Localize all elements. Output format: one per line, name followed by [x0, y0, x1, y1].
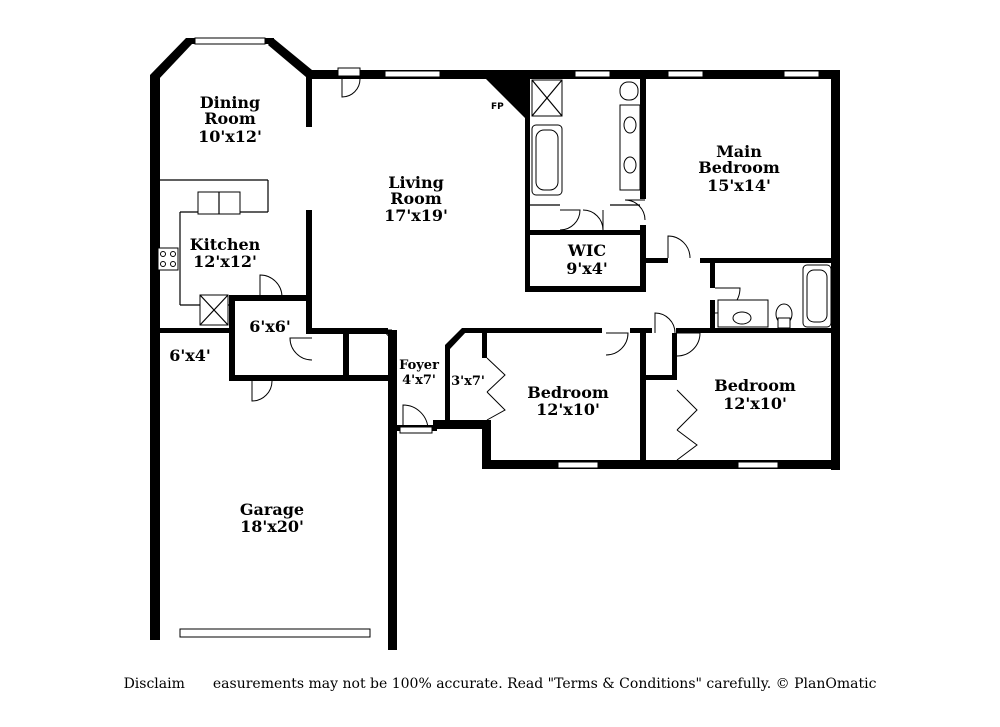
hall-wall-a	[646, 258, 668, 263]
utility-north-wall	[229, 295, 311, 301]
living-room-name-1: Living	[388, 173, 444, 192]
utility-size: 6'x6'	[249, 317, 291, 336]
hall-bath-north-wall	[700, 258, 835, 263]
bedroom3-closet-wall	[646, 375, 676, 380]
west-exterior-wall	[150, 75, 160, 640]
window	[194, 37, 266, 45]
closet-west-wall	[445, 345, 450, 429]
main-bedroom-name-1: Main	[716, 142, 762, 161]
bath-west-wall	[525, 79, 530, 291]
living-room-name-2: Room	[390, 189, 442, 208]
door	[259, 274, 283, 298]
wic-size: 9'x4'	[566, 259, 608, 278]
hall-bath-west-wall-upper	[710, 258, 715, 288]
bedroom3-closet-side	[672, 333, 677, 380]
living-west-wall	[306, 210, 312, 334]
door	[375, 329, 393, 347]
door-frame	[337, 67, 361, 77]
north-exterior-wall	[306, 70, 840, 79]
door	[289, 337, 313, 361]
wic-south-wall	[525, 286, 645, 292]
fireplace-mass	[486, 79, 525, 118]
disclaimer-text: Disclaim easurements may not be 100% acc…	[123, 676, 877, 692]
door	[624, 199, 646, 221]
bedroom2-west-wall	[482, 420, 491, 469]
toilet	[619, 81, 639, 101]
door	[605, 332, 629, 356]
hall-bath-west-wall-lower	[710, 300, 715, 330]
bay-wall-left	[150, 38, 192, 80]
east-exterior-wall	[831, 70, 840, 470]
door	[667, 235, 691, 259]
fireplace-label: FP	[491, 102, 504, 112]
closet-door	[676, 389, 698, 431]
closet-east-wall-upper	[482, 333, 487, 358]
living-room-size: 17'x19'	[384, 206, 448, 225]
doors	[251, 67, 741, 461]
utility-west-wall	[229, 295, 235, 381]
closet-door	[486, 357, 506, 393]
pantry-wall	[343, 328, 349, 378]
bedroom2-north-wall	[462, 328, 602, 333]
windows	[179, 37, 820, 638]
dining-room-name-1: Dining	[200, 93, 260, 112]
main-bedroom-size: 15'x14'	[707, 176, 771, 195]
bay-wall-right	[268, 38, 312, 77]
window	[557, 461, 599, 469]
door	[559, 209, 581, 231]
garage-name: Garage	[240, 500, 304, 519]
door	[654, 312, 676, 334]
window	[574, 70, 611, 78]
window	[737, 461, 779, 469]
door	[251, 380, 273, 402]
garage-north-wall	[229, 375, 397, 381]
door	[582, 209, 604, 231]
bedroom3-size: 12'x10'	[723, 394, 787, 413]
foyer-size: 4'x7'	[402, 373, 436, 388]
main-bedroom-name-2: Bedroom	[698, 158, 780, 177]
kitchen-name: Kitchen	[190, 235, 261, 254]
dining-room-size: 10'x12'	[198, 127, 262, 146]
foyer-name: Foyer	[399, 358, 439, 373]
fixtures	[157, 79, 832, 329]
door	[402, 404, 429, 431]
bedroom2-name: Bedroom	[527, 383, 609, 402]
bedroom2-size: 12'x10'	[536, 400, 600, 419]
entry-door-frame	[399, 426, 433, 434]
window	[384, 70, 441, 78]
closet-bottom-wall	[433, 420, 491, 429]
bedroom3-north-wall	[676, 328, 836, 333]
door	[341, 78, 361, 98]
closet-door	[676, 429, 698, 461]
closet-door	[486, 391, 506, 421]
living-west-upper-wall	[306, 79, 312, 127]
wic-name: WIC	[567, 241, 606, 260]
door	[676, 332, 701, 357]
garage-size: 18'x20'	[240, 517, 304, 536]
room-labels: FP Dining Room 10'x12' Living Room 17'x1…	[169, 93, 796, 536]
bedroom3-name: Bedroom	[714, 376, 796, 395]
south-bedroom-wall	[482, 460, 840, 469]
kitchen-size: 12'x12'	[193, 252, 257, 271]
stove	[157, 247, 179, 271]
garage-door	[179, 628, 371, 638]
kitchen-south-wall	[155, 328, 233, 333]
closet-size: 3'x7'	[451, 374, 485, 389]
walls	[150, 38, 840, 650]
main-bath-east-wall	[640, 79, 646, 199]
storage-size: 6'x4'	[169, 346, 211, 365]
wic-east-wall	[640, 225, 646, 292]
wic-north-wall	[525, 230, 645, 235]
dining-room-name-2: Room	[204, 109, 256, 128]
garage-east-wall	[388, 330, 397, 650]
window	[667, 70, 704, 78]
bedroom-divider-wall	[640, 328, 646, 468]
closet-diagonal-wall	[445, 328, 466, 349]
window	[783, 70, 820, 78]
